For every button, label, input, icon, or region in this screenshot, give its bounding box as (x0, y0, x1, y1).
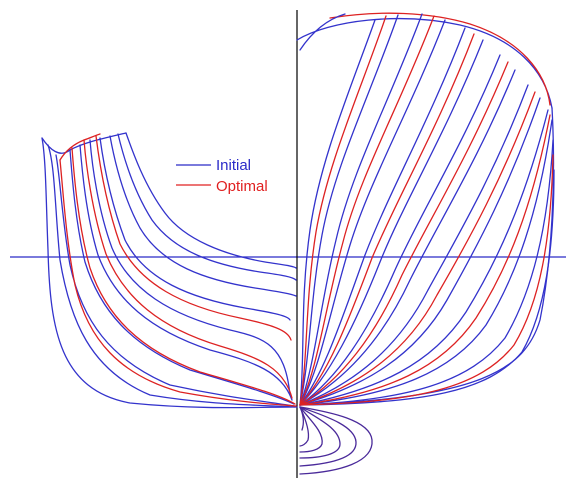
aft-section-initial (55, 154, 295, 407)
aft-section-initial (41, 137, 298, 409)
fore-section-optimal (299, 114, 551, 406)
bulb-section (299, 406, 357, 467)
fore-section-initial (299, 97, 541, 406)
bulb-section (299, 406, 304, 431)
aft-section-initial (117, 133, 297, 281)
aft-section-optimal (71, 147, 296, 405)
fore-section-initial (299, 39, 484, 406)
aft-section-initial (89, 139, 291, 396)
bulb-sections (299, 406, 373, 475)
fore-section-initial (299, 27, 466, 406)
fore-section-initial (299, 13, 423, 406)
aft-section-optimal (95, 135, 292, 341)
fore-section-optimal (299, 91, 536, 406)
aft-sections (41, 132, 298, 409)
bulb-section (299, 406, 310, 447)
fore-section-initial (299, 13, 346, 51)
aft-transom-optimal (59, 133, 101, 161)
fore-section-optimal (299, 154, 554, 406)
aft-section-initial (99, 137, 291, 321)
fore-section-initial (299, 109, 549, 406)
bulb-section (299, 406, 341, 459)
fore-section-initial (299, 139, 554, 406)
fore-section-initial (299, 19, 376, 406)
legend-label-initial: Initial (216, 157, 251, 174)
aft-section-initial (69, 149, 295, 405)
legend: Initial Optimal (176, 157, 268, 195)
aft-section-optimal (83, 139, 293, 399)
aft-section-initial (109, 135, 297, 297)
fore-section-initial (299, 119, 553, 406)
aft-transom-initial (41, 132, 127, 154)
fore-section-optimal (299, 61, 509, 406)
aft-section-optimal (59, 159, 297, 407)
aft-section-initial (47, 144, 296, 408)
fore-deck-initial (296, 18, 553, 109)
fore-section-initial (299, 84, 529, 406)
fore-section-optimal (299, 33, 475, 406)
fore-section-initial (299, 19, 446, 406)
bulb-section (299, 406, 323, 453)
fore-section-initial (299, 54, 501, 406)
aft-section-initial (79, 144, 293, 401)
fore-section-optimal (299, 15, 387, 406)
bulb-section (299, 406, 373, 475)
fore-deck-optimal (329, 12, 551, 106)
aft-section-initial (125, 132, 297, 269)
fore-section-initial (299, 69, 516, 406)
fore-sections (296, 12, 555, 406)
fore-section-optimal (299, 15, 435, 406)
fore-section-initial (299, 14, 399, 406)
legend-label-optimal: Optimal (216, 178, 268, 195)
